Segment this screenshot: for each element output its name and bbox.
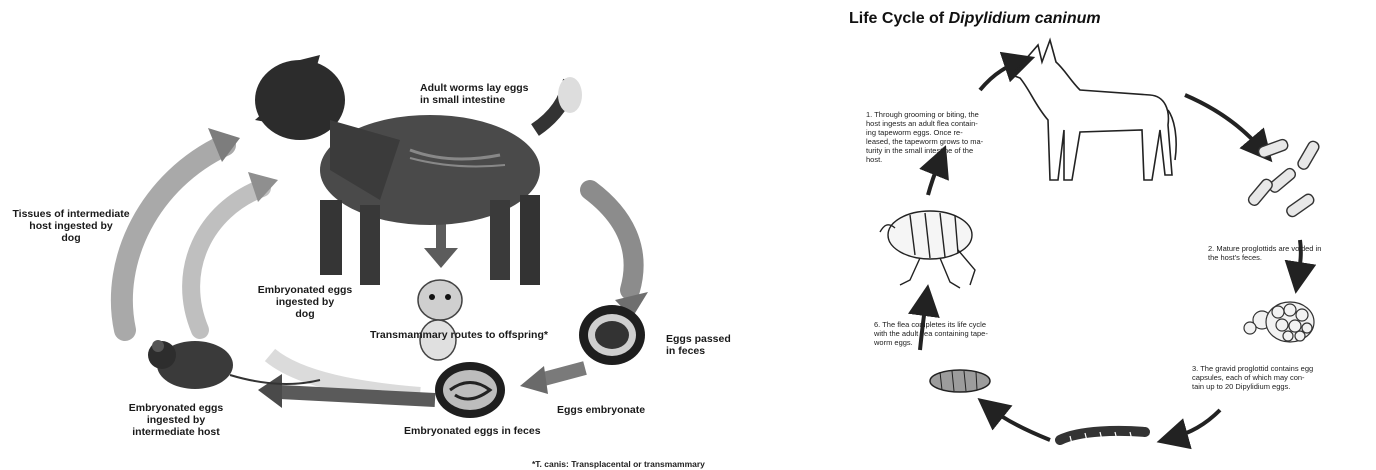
- embryonated-egg-illustration: [435, 362, 505, 418]
- cycle-arrow-7: [928, 160, 940, 195]
- label-tissues-ingested: Tissues of intermediate host ingested by…: [6, 208, 136, 244]
- egg-passed-illustration: [579, 305, 645, 365]
- cycle-arrow-5: [990, 408, 1050, 440]
- label-transmammary: Transmammary routes to offspring*: [370, 329, 548, 341]
- label-adult-worms: Adult worms lay eggs in small intestine: [420, 82, 529, 106]
- arrow-eggs-embryonate: [540, 368, 585, 380]
- label-embryonated-eggs-in-feces: Embryonated eggs in feces: [404, 425, 541, 437]
- cycle-arrow-2: [1185, 95, 1262, 150]
- pupa-illustration: [930, 370, 990, 392]
- larva-illustration: [1060, 431, 1145, 444]
- step-1-text: 1. Through grooming or biting, the host …: [866, 110, 1014, 164]
- step-6-text: 6. The flea completes its life cycle wit…: [874, 320, 1032, 347]
- dog-outline-illustration: [1012, 40, 1176, 180]
- dog-illustration: [255, 55, 582, 285]
- step-2-text: 2. Mature proglottids are voided in the …: [1208, 244, 1358, 262]
- label-eggs-passed: Eggs passed in feces: [666, 333, 731, 357]
- down-arrow-head: [424, 248, 458, 268]
- arrow-eggs-embryonate-head: [520, 366, 548, 394]
- dipylidium-life-cycle-panel: 1. Through grooming or biting, the host …: [780, 0, 1376, 470]
- arrow-to-intermediate-host-head: [258, 374, 282, 408]
- puppy-illustration: [418, 280, 462, 360]
- footnote-t-canis: *T. canis: Transplacental or transmammar…: [532, 459, 705, 469]
- label-eggs-embryonate: Eggs embryonate: [557, 404, 645, 416]
- cycle-arrow-4: [1172, 410, 1220, 438]
- proglottids-illustration: [1247, 138, 1321, 218]
- arrow-to-intermediate-host: [280, 392, 435, 400]
- label-embryonated-ingested-by-intermediate: Embryonated eggs ingested by intermediat…: [116, 402, 236, 438]
- flea-illustration: [880, 211, 975, 288]
- label-embryonated-ingested-by-dog: Embryonated eggs ingested by dog: [250, 284, 360, 320]
- toxocara-life-cycle-panel: Adult worms lay eggs in small intestine …: [0, 0, 780, 470]
- step-3-text: 3. The gravid proglottid contains egg ca…: [1192, 364, 1342, 391]
- egg-capsule-illustration: [1244, 302, 1314, 342]
- arrow-dog-to-feces: [590, 190, 634, 290]
- right-illustration: [780, 0, 1376, 470]
